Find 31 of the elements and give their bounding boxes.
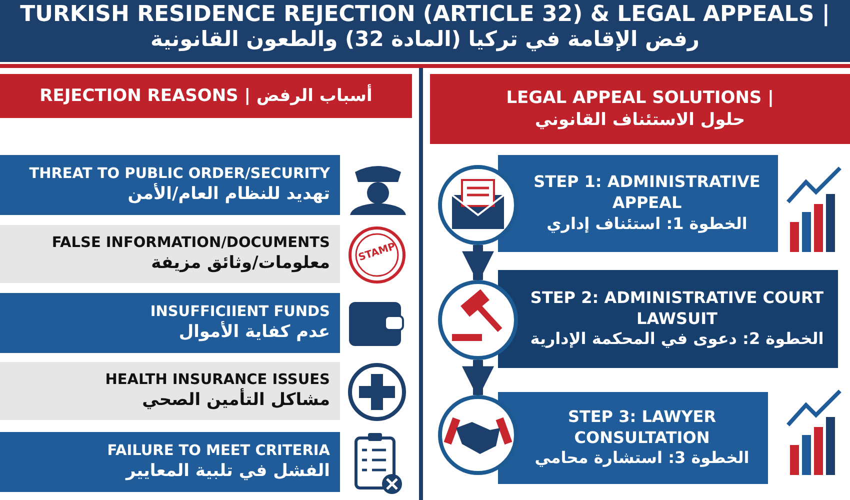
item-title: FALSE INFORMATION/DOCUMENTS [52, 234, 330, 252]
item-panel [0, 155, 340, 215]
item-panel [498, 392, 768, 484]
item-panel [0, 225, 340, 283]
item-title: STEP 3: LAWYER CONSULTATION [566, 406, 718, 448]
item-panel [0, 432, 340, 492]
section-heading: REJECTION REASONS | أسباب الرفض [40, 84, 372, 108]
item-panel [498, 155, 778, 252]
item-title: INSUFFICIIENT FUNDS [150, 302, 330, 321]
item-title: THREAT TO PUBLIC ORDER/SECURITY [29, 164, 330, 183]
section-header [430, 74, 850, 144]
item-title: STEP 2: ADMINISTRATIVE COURT LAWSUIT [529, 288, 825, 330]
section-heading: حلول الاستئناف القانوني [534, 109, 746, 132]
title-arabic: رفض الإقامة في تركيا (المادة 32) والطعون القانونية [149, 27, 700, 51]
item-title-arabic: الفشل في تلبية المعايير [126, 460, 330, 482]
item-title-arabic: عدم كفاية الأموال [178, 321, 330, 344]
item-title: STEP 1: ADMINISTRATIVE APPEAL [532, 172, 762, 214]
item-title: FAILURE TO MEET CRITERIA [107, 442, 330, 460]
item-title: HEALTH INSURANCE ISSUES [105, 370, 330, 388]
item-title-arabic: مشاكل التأمين الصحي [142, 389, 330, 412]
title: TURKISH RESIDENCE REJECTION (ARTICLE 32) & LEGAL APPEALS | [19, 2, 831, 27]
section-header [0, 74, 412, 118]
item-title-arabic: الخطوة 2: دعوى في المحكمة الإدارية [530, 329, 824, 350]
step-panel [498, 270, 838, 368]
item-title-arabic: تهديد للنظام العام/الأمن [128, 183, 330, 206]
item-panel [0, 293, 340, 353]
item-title-arabic: معلومات/وثائق مزيفة [151, 252, 330, 274]
item-title-arabic: الخطوة 3: استشارة محامي [534, 448, 750, 470]
item-panel [0, 362, 340, 420]
section-heading: LEGAL APPEAL SOLUTIONS | [506, 86, 774, 109]
item-title-arabic: الخطوة 1: استئناف إداري [546, 214, 748, 235]
